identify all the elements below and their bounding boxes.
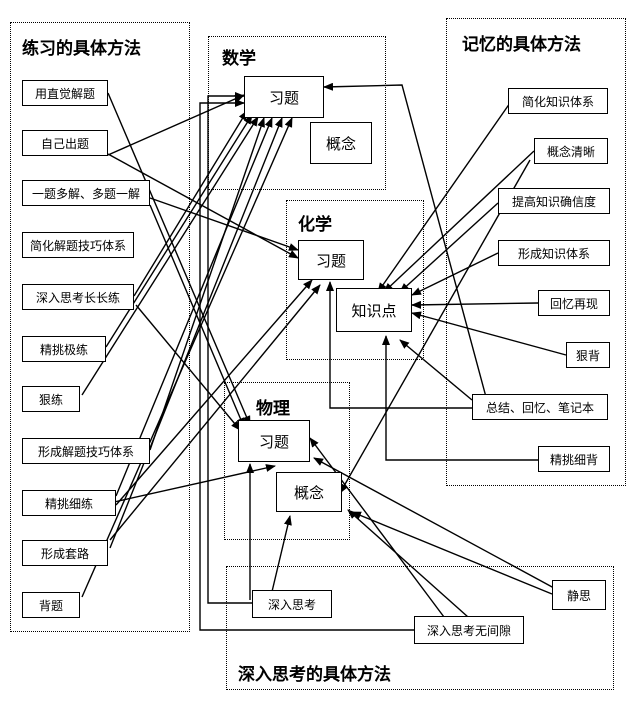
box-summary-notebook: 总结、回忆、笔记本 [472, 394, 608, 420]
box-recite-questions: 背题 [22, 592, 80, 618]
arrow [323, 82, 487, 398]
arrow [339, 159, 531, 494]
arrow [351, 511, 553, 595]
box-form-knowledge-system: 形成知识体系 [498, 240, 610, 266]
box-simplify-tricks: 简化解题技巧体系 [22, 232, 134, 258]
arrow [133, 110, 248, 297]
box-hard-practice: 狠练 [22, 386, 80, 412]
arrow [269, 515, 292, 601]
box-chem-knowledge-point: 知识点 [336, 288, 412, 332]
group-math-title: 数学 [222, 49, 256, 69]
arrow [199, 99, 414, 631]
arrow [377, 102, 511, 293]
group-think-title: 深入思考的具体方法 [238, 665, 391, 685]
group-chem-title: 化学 [298, 215, 332, 235]
arrow [411, 252, 499, 296]
group-memory [446, 18, 626, 486]
box-physics-concept: 概念 [276, 472, 342, 512]
box-physics-exercise: 习题 [238, 420, 310, 462]
box-form-routine: 形成套路 [22, 540, 108, 566]
arrow [135, 304, 241, 431]
arrow [81, 116, 259, 396]
group-practice-title: 练习的具体方法 [22, 39, 141, 59]
arrow [399, 339, 473, 401]
arrow [347, 509, 469, 618]
arrow [149, 204, 245, 428]
arrow [81, 117, 293, 598]
box-fine-practice: 精挑细练 [22, 490, 116, 516]
arrow [149, 117, 265, 451]
box-hard-recite: 狠背 [566, 342, 610, 368]
box-quiet-thinking: 静思 [552, 580, 606, 610]
box-multi-solution: 一题多解、多题一解 [22, 180, 150, 206]
arrow [115, 279, 313, 506]
box-self-question: 自己出题 [22, 130, 108, 156]
arrow [326, 281, 472, 409]
group-memory-title: 记忆的具体方法 [462, 35, 581, 55]
arrow [411, 311, 567, 356]
box-knowledge-accuracy: 提高知识确信度 [498, 188, 610, 214]
arrow [411, 300, 539, 309]
group-physics-title: 物理 [256, 399, 290, 419]
box-clear-concept: 概念清晰 [534, 138, 608, 164]
group-chem [286, 200, 424, 360]
arrow [115, 117, 273, 497]
arrow [207, 92, 252, 604]
box-math-concept: 概念 [310, 122, 372, 164]
box-intuitive: 用直觉解题 [22, 80, 108, 106]
box-math-exercise: 习题 [244, 76, 324, 118]
arrow [107, 92, 251, 426]
box-form-technique-system: 形成解题技巧体系 [22, 438, 150, 464]
box-recall: 回忆再现 [538, 290, 610, 316]
box-deep-thinking-nogap: 深入思考无间隙 [414, 616, 524, 644]
arrow [383, 150, 535, 293]
group-math [208, 36, 386, 190]
box-deep-thinking: 深入思考 [252, 590, 332, 618]
box-simplify-knowledge: 简化知识体系 [508, 88, 608, 114]
box-chem-exercise: 习题 [298, 240, 364, 280]
arrow [109, 284, 321, 541]
arrow [399, 202, 499, 293]
arrow [149, 197, 299, 251]
box-deep-long-practice: 深入思考长长练 [22, 284, 134, 310]
group-practice [10, 22, 190, 632]
group-physics [224, 382, 350, 540]
box-fine-recite: 精挑细背 [538, 446, 610, 472]
box-selective-practice: 精挑极练 [22, 336, 106, 362]
group-think [226, 566, 614, 690]
arrow [382, 335, 538, 461]
arrow [107, 153, 299, 259]
